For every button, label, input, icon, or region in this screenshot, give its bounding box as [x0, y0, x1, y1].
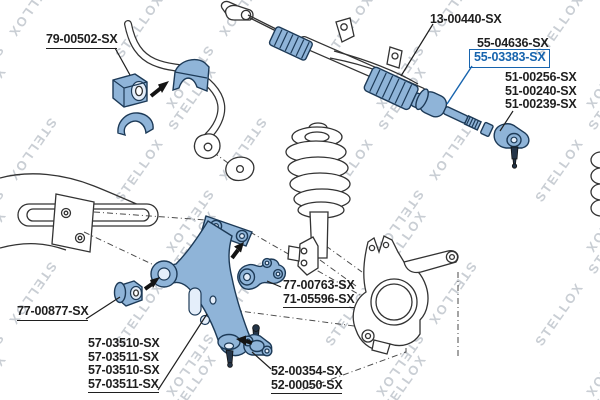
part-label-inner-tie-rod-selected[interactable]: 55-03383-SX — [469, 49, 551, 68]
assembly-arrow-bushing — [143, 277, 160, 291]
ball-joint-bracket-part[interactable] — [237, 257, 287, 290]
assembly-arrow-stabilizer — [149, 81, 169, 98]
part-label-stabilizer-bushing[interactable]: 79-00502-SX — [46, 32, 118, 49]
tie-rod-end-part[interactable] — [493, 123, 530, 169]
inner-tie-rod-part[interactable] — [413, 87, 495, 141]
leader-lines — [85, 23, 514, 391]
part-label-tie-rod-end-group: 51-00256-SX 51-00240-SX 51-00239-SX — [505, 70, 577, 112]
assembly-arrow-bracket — [230, 242, 244, 260]
part-label-tie-rod-end-2[interactable]: 51-00240-SX — [505, 83, 577, 98]
part-label-tie-rod-end-1[interactable]: 51-00256-SX — [505, 70, 577, 84]
stabilizer-clamp-part[interactable] — [172, 58, 210, 93]
part-label-control-arm-4[interactable]: 57-03511-SX — [88, 376, 159, 391]
part-label-control-arm-1[interactable]: 57-03510-SX — [88, 336, 160, 350]
assembly-arrow-ball-joint — [236, 335, 253, 346]
part-label-arm-bushing[interactable]: 77-00877-SX — [17, 304, 89, 321]
stabilizer-bushing-part[interactable] — [112, 73, 148, 108]
part-label-inner-tie-rod-alt[interactable]: 55-04636-SX — [477, 36, 549, 50]
control-arm-bushing-part[interactable] — [113, 280, 143, 307]
part-label-control-arm-2[interactable]: 57-03511-SX — [88, 349, 159, 364]
stabilizer-bar-drawing — [124, 20, 255, 182]
subframe-drawing — [0, 173, 159, 253]
part-label-tie-rod-end-3[interactable]: 51-00239-SX — [505, 97, 577, 111]
control-arm-part[interactable] — [150, 215, 253, 368]
part-label-control-arm-3[interactable]: 57-03510-SX — [88, 363, 160, 377]
steering-knuckle-drawing — [352, 235, 459, 355]
strut-assembly-drawing — [285, 122, 351, 276]
part-label-ball-joint-2[interactable]: 52-00050-SX — [271, 378, 343, 394]
part-label-bracket-group: 77-00763-SX 71-05596-SX — [283, 278, 355, 308]
part-label-control-arm-group: 57-03510-SX 57-03511-SX 57-03510-SX 57-0… — [88, 336, 160, 393]
part-label-bracket-2[interactable]: 71-05596-SX — [283, 292, 355, 308]
stabilizer-strap-part[interactable] — [117, 112, 154, 137]
clipped-spring-drawing — [590, 151, 600, 217]
steering-rack-boot-left-part[interactable] — [268, 26, 314, 61]
part-label-ball-joint-group: 52-00354-SX 52-00050-SX — [271, 364, 343, 394]
part-label-ball-joint-1[interactable]: 52-00354-SX — [271, 364, 343, 378]
part-label-bracket-1[interactable]: 77-00763-SX — [283, 278, 355, 292]
part-label-steering-rack[interactable]: 13-00440-SX — [430, 12, 502, 26]
